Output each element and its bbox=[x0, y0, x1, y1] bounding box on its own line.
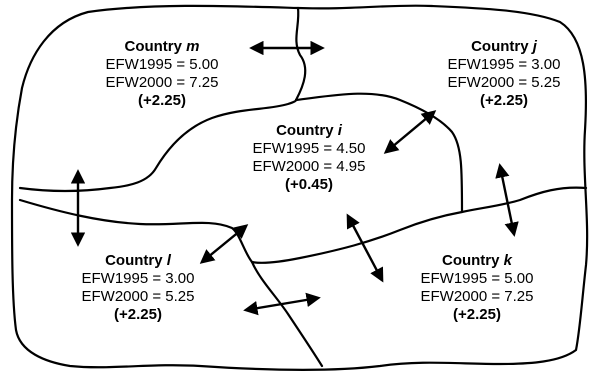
country-k-efw2000: EFW2000 = 7.25 bbox=[420, 288, 534, 305]
country-m-efw2000: EFW2000 = 7.25 bbox=[105, 74, 219, 91]
country-l-label: Country l EFW1995 = 3.00 EFW2000 = 5.25 … bbox=[58, 252, 218, 324]
country-i-name: Country i bbox=[276, 122, 342, 139]
country-i-efw1995: EFW1995 = 4.50 bbox=[252, 140, 366, 157]
country-m-efw1995: EFW1995 = 5.00 bbox=[105, 56, 219, 73]
country-j-change: (+2.25) bbox=[480, 92, 528, 109]
country-i-efw2000: EFW2000 = 4.95 bbox=[252, 158, 366, 175]
arrow-i-l bbox=[199, 224, 249, 264]
border-k-i bbox=[250, 186, 588, 264]
arrow-i-j bbox=[383, 110, 437, 154]
country-m-label: Country m EFW1995 = 5.00 EFW2000 = 7.25 … bbox=[82, 38, 242, 110]
country-i-label: Country i EFW1995 = 4.50 EFW2000 = 4.95 … bbox=[224, 122, 394, 194]
arrow-l-k bbox=[243, 292, 321, 316]
country-j-efw1995: EFW1995 = 3.00 bbox=[447, 56, 561, 73]
country-l-efw2000: EFW2000 = 5.25 bbox=[81, 288, 195, 305]
country-l-efw1995: EFW1995 = 3.00 bbox=[81, 270, 195, 287]
country-k-name: Country k bbox=[441, 252, 512, 269]
country-k-label: Country k EFW1995 = 5.00 EFW2000 = 7.25 … bbox=[394, 252, 560, 324]
border-l-k bbox=[250, 260, 324, 368]
country-j-name: Country j bbox=[471, 38, 537, 55]
country-l-change: (+2.25) bbox=[114, 306, 162, 323]
country-l-name: Country l bbox=[105, 252, 171, 269]
outer-border bbox=[10, 4, 589, 371]
country-j-efw2000: EFW2000 = 5.25 bbox=[447, 74, 561, 91]
arrow-j-k bbox=[495, 163, 519, 237]
country-m-name: Country m bbox=[124, 38, 200, 55]
country-m-change: (+2.25) bbox=[138, 92, 186, 109]
border-m-j bbox=[294, 6, 307, 102]
arrow-i-k bbox=[346, 213, 384, 283]
country-k-change: (+2.25) bbox=[453, 306, 501, 323]
country-j-label: Country j EFW1995 = 3.00 EFW2000 = 5.25 … bbox=[420, 38, 588, 110]
border-m-i bbox=[18, 98, 298, 193]
country-i-change: (+0.45) bbox=[285, 176, 333, 193]
country-k-efw1995: EFW1995 = 5.00 bbox=[420, 270, 534, 287]
